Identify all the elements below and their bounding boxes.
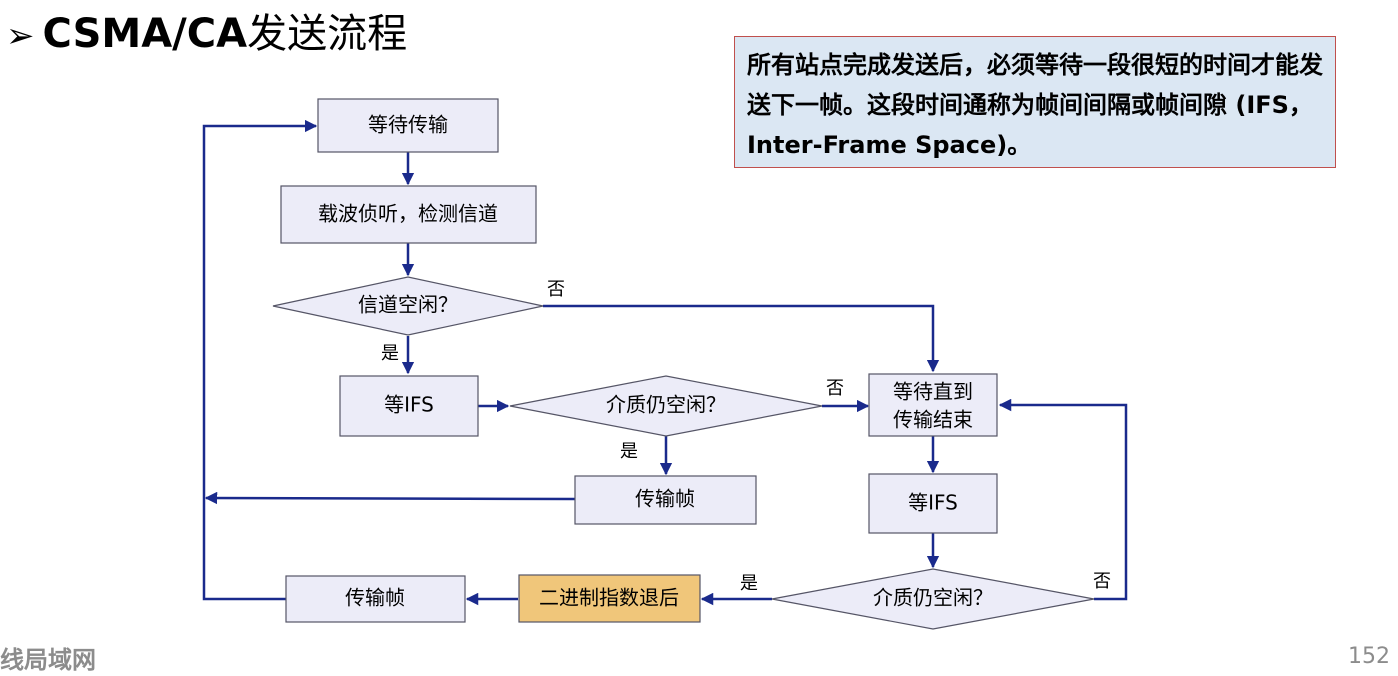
title-cjk: 发送流程: [247, 11, 408, 57]
page-number: 152: [1348, 644, 1390, 669]
decision-medium-idle-1-label: 介质仍空闲？: [606, 393, 726, 417]
node-binary-backoff-label: 二进制指数退后: [539, 586, 679, 610]
arrow-tx1-back: [204, 491, 576, 505]
node-wait-transmission: 等待传输: [317, 98, 499, 153]
node-wait-ifs-2: 等IFS: [868, 473, 998, 534]
node-wait-until-end: 等待直到 传输结束: [868, 373, 998, 437]
node-carrier-sense-label: 载波侦听，检测信道: [318, 202, 498, 226]
arrow-tx2-loop: [202, 119, 318, 601]
node-wait-ifs-1-label: 等IFS: [384, 393, 434, 417]
footer-section-label: 线局域网: [0, 646, 96, 674]
arrow-medium2-no: [998, 398, 1128, 601]
label-medium2-no: 否: [1093, 571, 1111, 592]
decision-medium-idle-2: 介质仍空闲？: [771, 568, 1095, 630]
decision-medium-idle-2-label: 介质仍空闲？: [873, 586, 993, 610]
arrow-channel-no: [543, 304, 940, 373]
label-channel-no: 否: [547, 279, 565, 300]
decision-channel-idle: 信道空闲？: [272, 276, 544, 336]
node-carrier-sense: 载波侦听，检测信道: [280, 185, 537, 244]
node-transmit-frame-1-label: 传输帧: [635, 487, 695, 511]
title-latin: CSMA/CA: [42, 11, 248, 57]
node-wait-ifs-2-label: 等IFS: [908, 491, 958, 515]
decision-medium-idle-1: 介质仍空闲？: [509, 375, 823, 437]
label-channel-yes: 是: [381, 343, 399, 364]
node-transmit-frame-2: 传输帧: [285, 575, 466, 623]
bullet-arrow-icon: ➢: [6, 16, 35, 56]
node-transmit-frame-1: 传输帧: [574, 475, 757, 525]
node-wait-until-end-line1: 等待直到: [893, 380, 973, 404]
node-wait-ifs-1: 等IFS: [339, 375, 479, 437]
node-wait-until-end-line2: 传输结束: [893, 408, 973, 432]
node-binary-backoff: 二进制指数退后: [518, 574, 701, 623]
label-medium1-yes: 是: [620, 441, 638, 462]
slide-title: ➢CSMA/CA发送流程: [6, 6, 407, 64]
decision-channel-idle-label: 信道空闲？: [358, 293, 458, 317]
label-medium2-yes: 是: [740, 573, 758, 594]
ifs-note: 所有站点完成发送后，必须等待一段很短的时间才能发送下一帧。这段时间通称为帧间间隔…: [734, 36, 1336, 168]
label-medium1-no: 否: [826, 378, 844, 399]
node-wait-transmission-label: 等待传输: [368, 113, 448, 137]
node-transmit-frame-2-label: 传输帧: [345, 586, 405, 610]
